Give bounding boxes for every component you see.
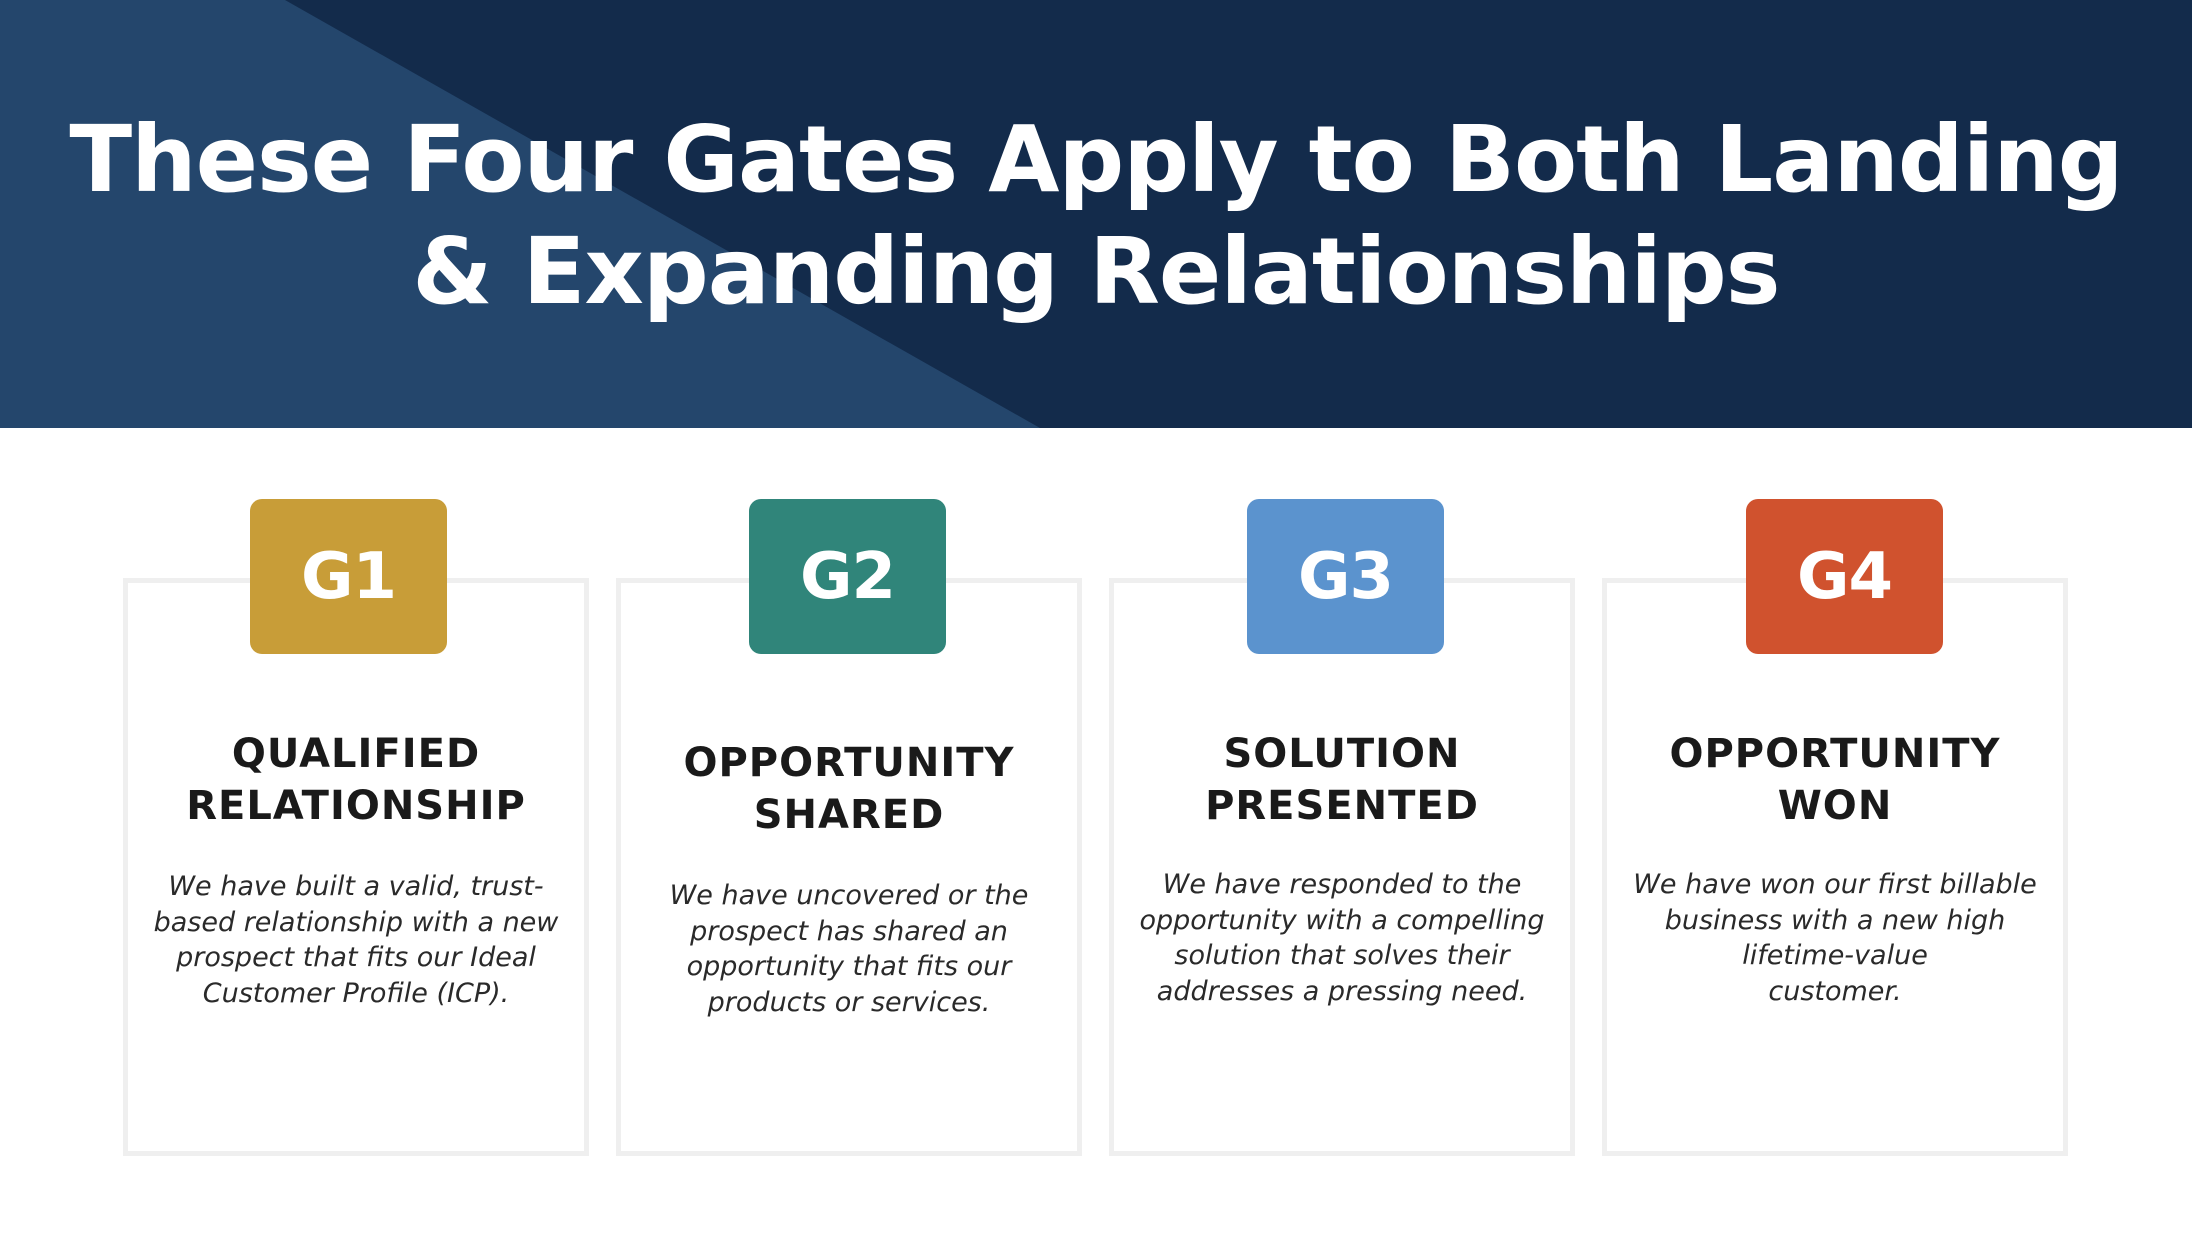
gate-title-g3: SOLUTION PRESENTED: [1205, 731, 1479, 829]
gate-badge-g2: G2: [749, 499, 946, 654]
gate-description-g2: We have uncovered or the prospect has sh…: [669, 880, 1029, 1018]
gate-description-g4: We have won our first billable business …: [1633, 869, 2037, 1007]
gate-badge-g3: G3: [1247, 499, 1444, 654]
gate-description-g3: We have responded to the opportunity wit…: [1139, 869, 1545, 1007]
gate-description-g1: We have built a valid, trust- based rela…: [153, 871, 559, 1009]
gate-card-g3: [1109, 578, 1575, 1156]
page-title: These Four Gates Apply to Both Landing &…: [0, 104, 2192, 328]
header-banner: These Four Gates Apply to Both Landing &…: [0, 0, 2192, 428]
gate-badge-g1: G1: [250, 499, 447, 654]
gate-card-g2: [616, 578, 1082, 1156]
gate-badge-g4: G4: [1746, 499, 1943, 654]
gate-title-g2: OPPORTUNITY SHARED: [683, 740, 1015, 838]
gate-card-g1: [123, 578, 589, 1156]
gate-title-g4: OPPORTUNITY WON: [1669, 731, 2001, 829]
gate-title-g1: QUALIFIED RELATIONSHIP: [186, 731, 526, 829]
header-diagonal-accent: [0, 0, 1040, 428]
gate-card-g4: [1602, 578, 2068, 1156]
title-line-1: These Four Gates Apply to Both Landing: [69, 106, 2123, 213]
title-line-2: & Expanding Relationships: [412, 218, 1780, 325]
